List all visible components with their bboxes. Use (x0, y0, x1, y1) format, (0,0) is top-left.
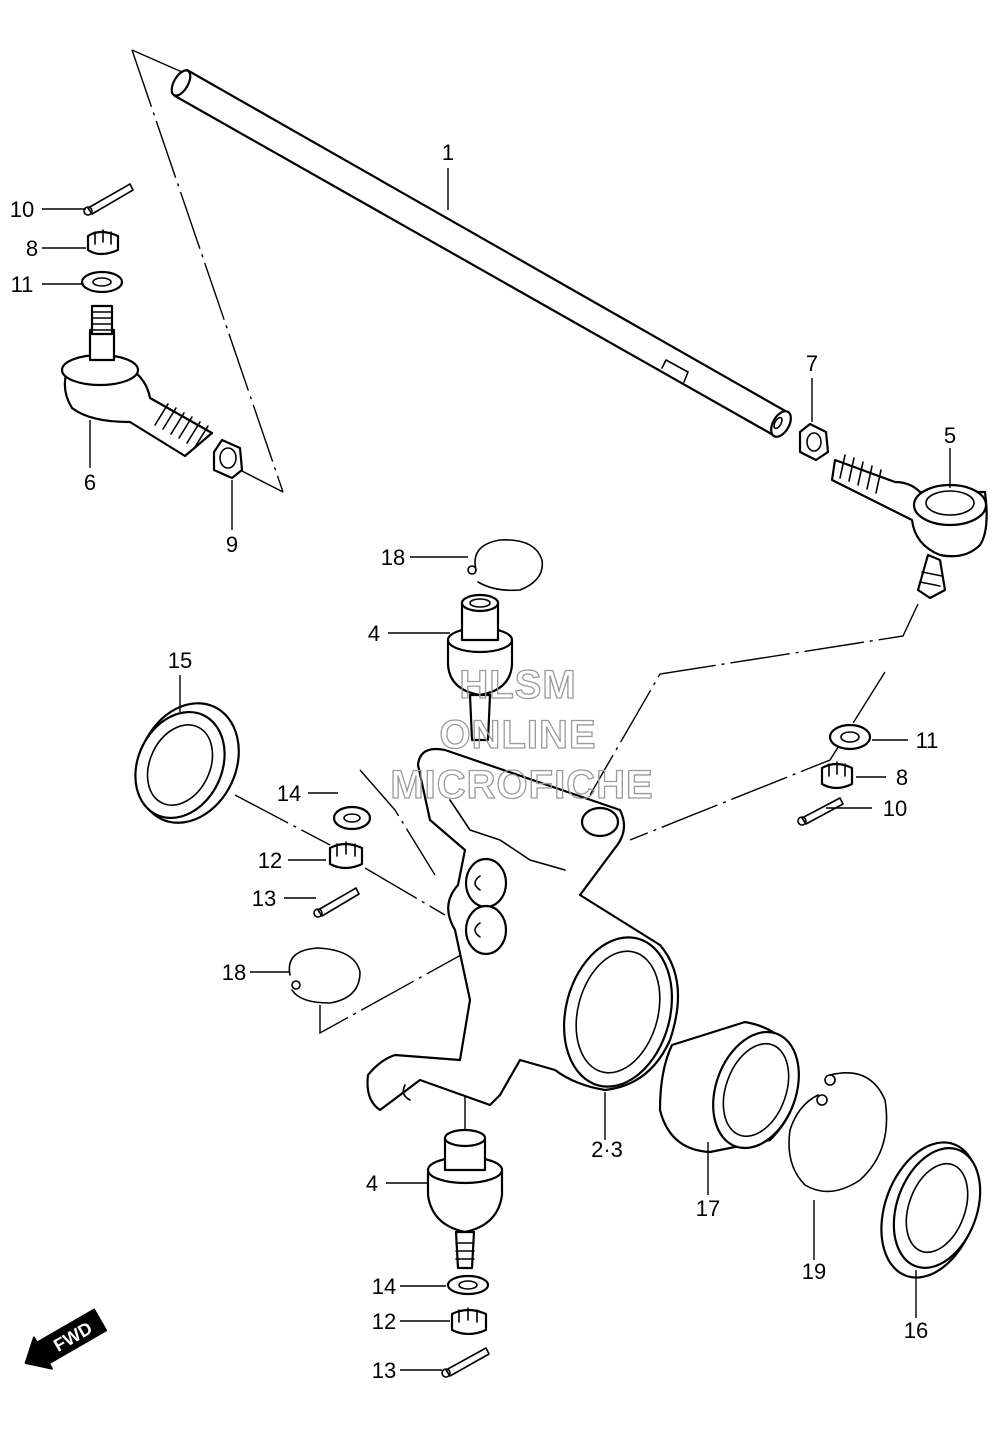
nut-9[interactable] (212, 438, 244, 480)
cotter-pin-13-upper[interactable] (313, 887, 360, 918)
oil-seal-16[interactable] (864, 1129, 996, 1291)
callout-7: 7 (806, 351, 818, 376)
callout-1: 1 (442, 140, 454, 165)
callout-14-upper: 14 (277, 781, 301, 806)
fwd-arrow-icon (24, 1308, 108, 1370)
callout-5: 5 (944, 423, 956, 448)
washer-14-upper[interactable] (332, 805, 372, 831)
leader-lines (42, 168, 951, 1371)
washer-14-lower[interactable] (446, 1274, 490, 1296)
callout-6: 6 (84, 470, 96, 495)
fwd-badge: FWD (24, 1308, 108, 1370)
callout-15: 15 (168, 648, 192, 673)
callout-13-lower: 13 (372, 1358, 396, 1383)
nut-7[interactable] (798, 422, 830, 462)
ball-joint-lower[interactable] (426, 1128, 504, 1270)
cotter-pin-13-lower[interactable] (441, 1347, 490, 1378)
callout-12-upper: 12 (258, 848, 282, 873)
callout-labels: 1 10 8 11 6 9 7 5 18 4 15 11 8 10 14 12 … (10, 140, 956, 1383)
callout-18-lower: 18 (222, 960, 246, 985)
watermark-line-1: HLSM (459, 663, 576, 707)
circlip-19[interactable] (788, 1071, 888, 1193)
tie-rod-tube[interactable] (168, 67, 795, 440)
callout-14-lower: 14 (372, 1274, 396, 1299)
callout-16: 16 (904, 1318, 928, 1343)
washer-11-right[interactable] (828, 723, 872, 751)
callout-11-left: 11 (11, 272, 34, 297)
watermark-line-2: ONLINE (439, 713, 596, 757)
callout-10-right: 10 (883, 796, 907, 821)
callout-11-right: 11 (916, 728, 939, 753)
castle-nut-8-left[interactable] (86, 229, 120, 256)
callout-2-3: 2·3 (591, 1137, 623, 1162)
callout-10-left: 10 (10, 197, 34, 222)
callout-17: 17 (696, 1196, 720, 1221)
castle-nut-8-right[interactable] (820, 761, 854, 790)
castle-nut-12-upper[interactable] (328, 841, 364, 870)
circlip-18-lower[interactable] (288, 947, 361, 1004)
callout-12-lower: 12 (372, 1309, 396, 1334)
callout-18-upper: 18 (381, 545, 405, 570)
wheel-bearing[interactable] (658, 1020, 814, 1160)
castle-nut-12-lower[interactable] (450, 1307, 488, 1336)
ball-joint-upper[interactable] (446, 593, 514, 742)
cotter-pin-10-left[interactable] (83, 183, 134, 216)
circlip-18-upper[interactable] (467, 539, 544, 592)
oil-seal-15[interactable] (118, 687, 257, 840)
tie-rod-end-left[interactable] (60, 304, 214, 458)
washer-11-left[interactable] (80, 270, 124, 294)
tie-rod-end-right[interactable] (830, 454, 988, 600)
callout-19: 19 (802, 1259, 826, 1284)
assembly-dash-lines (131, 49, 919, 1140)
callout-8-right: 8 (896, 765, 908, 790)
callout-4-upper: 4 (368, 621, 380, 646)
callout-13-upper: 13 (252, 886, 276, 911)
callout-8-left: 8 (26, 236, 38, 261)
cotter-pin-10-right[interactable] (797, 797, 844, 826)
watermark-line-3: MICROFICHE (390, 763, 653, 807)
callout-9: 9 (226, 532, 238, 557)
callout-4-lower: 4 (366, 1171, 378, 1196)
steering-knuckle[interactable] (366, 747, 688, 1112)
watermark: HLSM ONLINE MICROFICHE (390, 662, 654, 807)
